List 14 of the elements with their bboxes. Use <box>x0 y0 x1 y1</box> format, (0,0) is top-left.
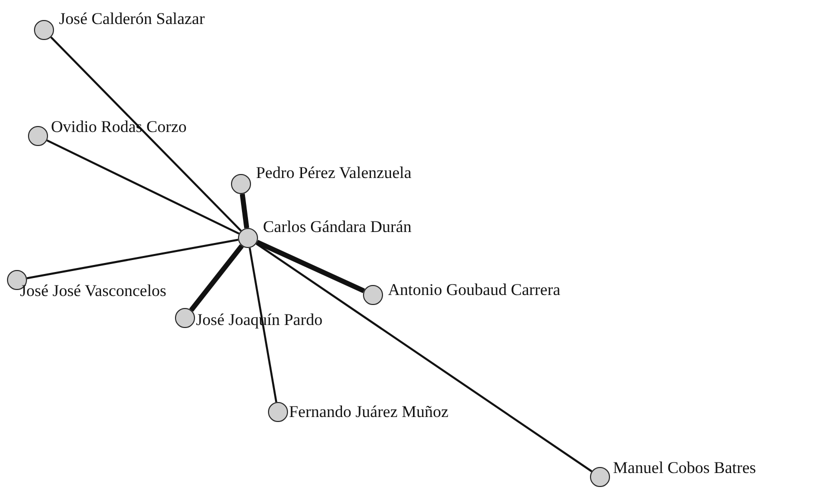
connector-line <box>256 240 365 294</box>
node-label: Manuel Cobos Batres <box>613 458 756 478</box>
node-label: Pedro Pérez Valenzuela <box>256 163 412 183</box>
node-label: Fernando Juárez Muñoz <box>289 402 448 422</box>
connector-line <box>46 139 240 235</box>
node-label: Antonio Goubaud Carrera <box>388 280 560 300</box>
connector-line <box>50 36 242 232</box>
connector-line <box>189 244 244 312</box>
node-label: José Calderón Salazar <box>59 9 205 29</box>
node-label: Carlos Gándara Durán <box>263 217 412 237</box>
connector-line <box>256 242 592 472</box>
connector-line <box>240 194 250 228</box>
connector-line <box>26 238 238 280</box>
node-label: José José Vasconcelos <box>20 281 166 301</box>
